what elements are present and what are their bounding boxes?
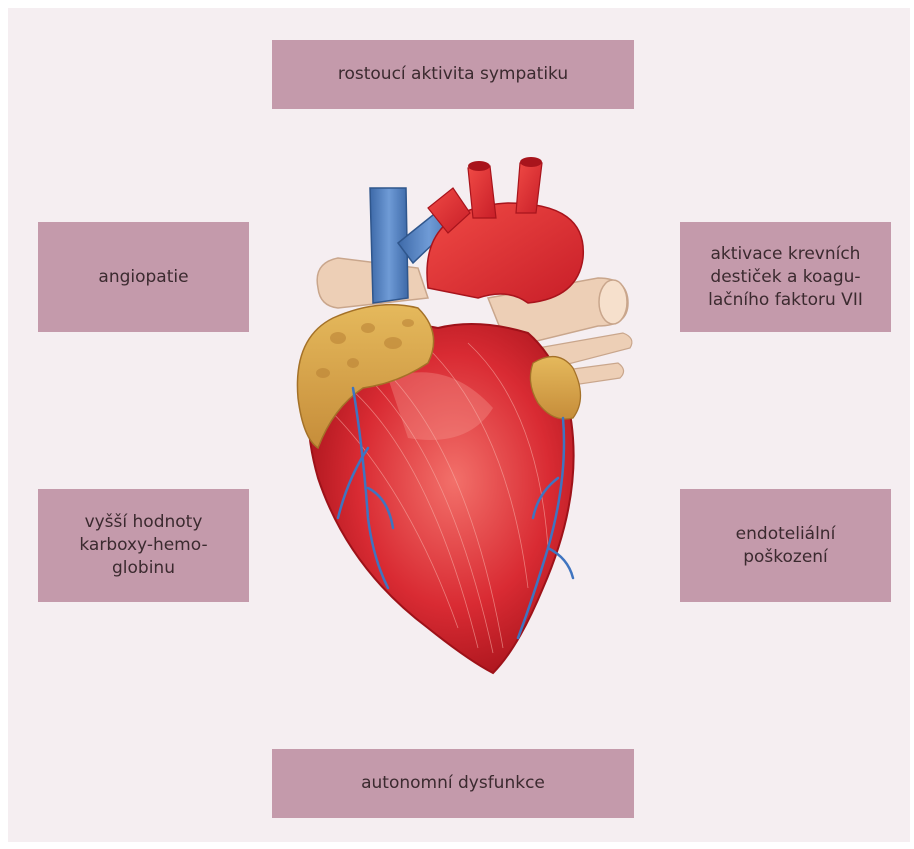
box-angiopathy: angiopatie bbox=[38, 222, 249, 332]
box-carboxyhemoglobin: vyšší hodnoty karboxy-hemo- globinu bbox=[38, 489, 249, 602]
box-platelet-activation: aktivace krevních destiček a koagu- lačn… bbox=[680, 222, 891, 332]
heart-illustration bbox=[278, 148, 658, 688]
box-label: angiopatie bbox=[98, 266, 188, 289]
box-label: endoteliální poškození bbox=[736, 523, 836, 569]
box-label: rostoucí aktivita sympatiku bbox=[338, 63, 568, 86]
box-sympathetic-activity: rostoucí aktivita sympatiku bbox=[272, 40, 634, 109]
box-label: aktivace krevních destiček a koagu- lačn… bbox=[708, 243, 863, 312]
box-endothelial-damage: endoteliální poškození bbox=[680, 489, 891, 602]
box-label: vyšší hodnoty karboxy-hemo- globinu bbox=[79, 511, 207, 580]
diagram-panel: rostoucí aktivita sympatiku angiopatie a… bbox=[8, 8, 910, 842]
box-label: autonomní dysfunkce bbox=[361, 772, 545, 795]
box-autonomic-dysfunction: autonomní dysfunkce bbox=[272, 749, 634, 818]
